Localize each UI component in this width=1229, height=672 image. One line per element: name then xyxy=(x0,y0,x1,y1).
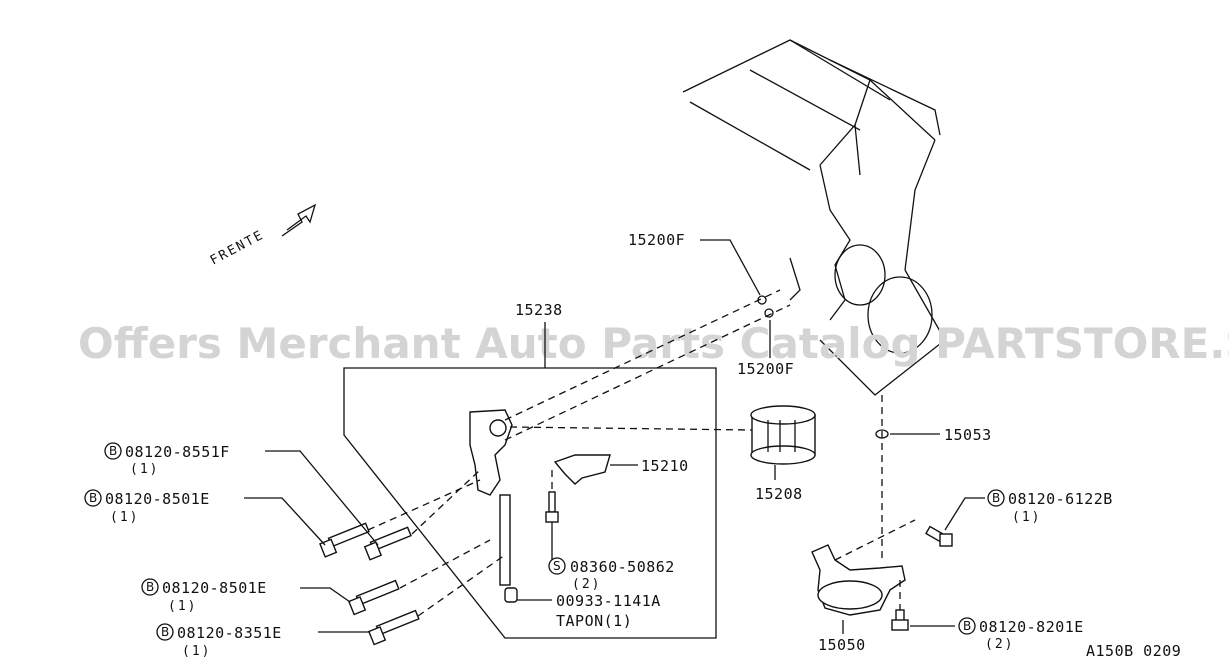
label-15210: 15210 xyxy=(641,457,689,475)
b5-circle-icon xyxy=(987,489,1005,507)
direction-label: FRENTE xyxy=(208,228,267,269)
leader-b5 xyxy=(944,497,985,531)
oil-strainer-part xyxy=(811,544,906,616)
engine-block-drawing xyxy=(682,39,946,396)
label-15200f-bottom: 15200F xyxy=(737,360,794,378)
leader-b3 xyxy=(300,587,351,603)
label-tapon-name: TAPON(1) xyxy=(556,612,632,630)
label-b3-code: 08120-8501E xyxy=(162,579,267,597)
screw-part xyxy=(545,491,559,523)
bolt-4-part xyxy=(367,609,420,646)
cover-plate-part xyxy=(553,454,611,485)
leader-b1 xyxy=(265,450,379,546)
b3-circle-icon xyxy=(141,578,159,596)
diagram-code: A150B 0209 xyxy=(1086,642,1181,660)
label-b2-code: 08120-8501E xyxy=(105,490,210,508)
assembly-frame xyxy=(343,367,717,639)
leader-b2 xyxy=(244,497,326,546)
o-ring-part xyxy=(875,429,889,439)
b4-circle-letter: B xyxy=(161,625,169,639)
bolt-3-part xyxy=(347,579,400,616)
b6-circle-icon xyxy=(958,617,976,635)
label-s1-qty: (2) xyxy=(572,577,601,592)
filter-bracket-part xyxy=(469,409,518,603)
label-b6-code: 08120-8201E xyxy=(979,618,1084,636)
label-s1-code: 08360-50862 xyxy=(570,558,675,576)
b2-circle-icon xyxy=(84,489,102,507)
label-15050: 15050 xyxy=(818,636,866,654)
label-15208: 15208 xyxy=(755,485,803,503)
label-b1-qty: (1) xyxy=(130,462,159,477)
b1-circle-icon xyxy=(104,442,122,460)
label-b4-code: 08120-8351E xyxy=(177,624,282,642)
b4-circle-icon xyxy=(156,623,174,641)
b1-circle-letter: B xyxy=(109,444,117,458)
bolt-2-part xyxy=(319,522,370,558)
label-15238: 15238 xyxy=(515,301,563,319)
label-b5-qty: (1) xyxy=(1012,510,1041,525)
b5-circle-letter: B xyxy=(992,491,1000,505)
label-b4-qty: (1) xyxy=(182,644,211,659)
oil-filter-part xyxy=(750,405,816,465)
b2-circle-letter: B xyxy=(89,491,97,505)
watermark: Offers Merchant Auto Parts Catalog PARTS… xyxy=(78,319,1229,368)
washer-part-2 xyxy=(764,308,774,318)
leader-15200f-top xyxy=(700,239,761,296)
label-b3-qty: (1) xyxy=(168,599,197,614)
dash-filter xyxy=(509,426,753,431)
b6-circle-letter: B xyxy=(963,619,971,633)
s-circle-icon xyxy=(548,557,566,575)
bolt-1-part xyxy=(363,526,412,561)
label-b1-code: 08120-8551F xyxy=(125,443,230,461)
s-circle-letter: S xyxy=(553,559,561,573)
bolt-5-part xyxy=(925,525,953,547)
b3-circle-letter: B xyxy=(146,580,154,594)
label-15200f-top: 15200F xyxy=(628,231,685,249)
front-arrow-icon xyxy=(281,203,317,237)
label-b2-qty: (1) xyxy=(110,510,139,525)
label-15053: 15053 xyxy=(944,426,992,444)
label-b6-qty: (2) xyxy=(985,637,1014,652)
bolt-6-part xyxy=(891,609,909,631)
label-b5-code: 08120-6122B xyxy=(1008,490,1113,508)
label-tapon-code: 00933-1141A xyxy=(556,592,661,610)
